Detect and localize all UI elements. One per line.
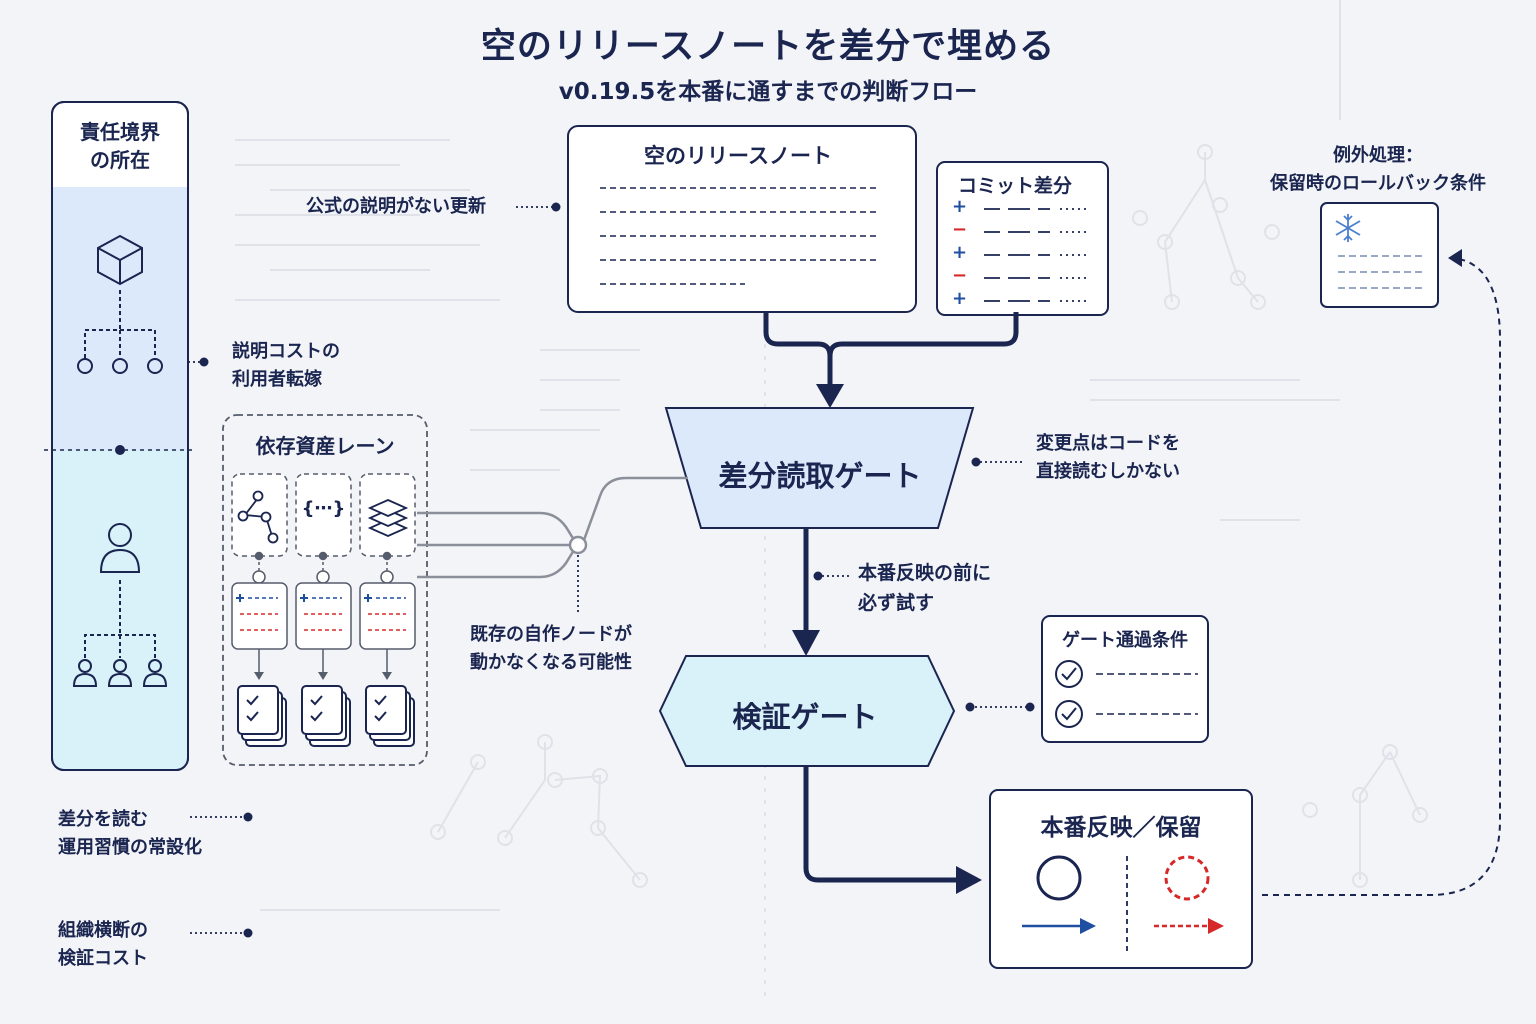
verify-gate-label: 検証ゲート [732,700,878,734]
layers-icon [367,499,409,537]
annotation-org-cost: 組織横断の 検証コスト [58,917,148,973]
hold-arrow-icon [1208,918,1224,934]
exception-title-line1: 例外処理： [1333,145,1423,166]
annotation-org-cost-line1: 組織横断の [58,920,148,941]
annotation-change-points-line1: 変更点はコードを [1036,433,1180,454]
page-title: 空のリリースノートを差分で埋める [480,27,1056,67]
rollback-arrowhead [1448,249,1462,267]
pass-conditions-title: ゲート通過条件 [1062,630,1188,651]
commit-diff-box [936,161,1109,316]
check-circle-icon [1055,660,1083,688]
responsibility-title-line2: の所在 [90,148,150,172]
deploy-arrowhead [956,866,982,894]
annotation-change-points-line2: 直接読むしかない [1036,461,1180,482]
graph-icon [237,490,279,544]
merge-flow-arrow [763,312,1019,395]
annotation-cost-transfer-line2: 利用者転嫁 [232,369,322,390]
deploy-title: 本番反映／保留 [1040,815,1202,841]
page-subtitle: v0.19.5を本番に通すまでの判断フロー [558,79,978,105]
dependency-links [417,476,688,579]
snowflake-icon [1335,214,1361,242]
release-note-title: 空のリリースノート [644,144,832,168]
responsibility-panel [44,101,196,771]
deploy-circle-icon [1036,855,1082,901]
deploy-arrow-icon [1080,918,1096,934]
commit-diff-title: コミット差分 [957,175,1072,197]
annotation-org-cost-line2: 検証コスト [58,948,148,969]
annotation-existing-nodes: 既存の自作ノードが 動かなくなる可能性 [470,621,632,677]
annotation-dots [199,202,1035,938]
responsibility-title-line1: 責任境界 [80,120,160,144]
annotation-habit: 差分を読む 運用習慣の常設化 [58,806,202,862]
diff-symbol-4: − [952,265,968,286]
diff-symbol-2: − [952,219,968,240]
flow-arrow-to-deploy [803,766,960,883]
exception-doc [1320,202,1439,308]
annotation-change-points: 変更点はコードを 直接読むしかない [1036,430,1180,486]
exception-title-line2: 保留時のロールバック条件 [1270,173,1486,194]
diff-symbol-3: + [952,242,968,263]
check-circle-icon [1055,700,1083,728]
user-icon [99,523,141,573]
annotation-cost-transfer-line1: 説明コストの [232,341,340,362]
annotation-before-prod-line2: 必ず試す [858,592,935,614]
diff-read-gate-shape [664,407,975,529]
cube-icon [97,234,143,286]
deps-title: 依存資産レーン [255,434,395,458]
annotation-no-official-desc: 公式の説明がない更新 [306,196,486,217]
merge-arrowhead [816,384,844,408]
verify-arrowhead [792,630,820,656]
annotation-cost-transfer: 説明コストの 利用者転嫁 [232,338,340,394]
diff-symbol-5: + [952,288,968,309]
pass-conditions-box [1041,615,1209,743]
annotation-before-prod-line1: 本番反映の前に [858,562,992,584]
responsibility-title: 責任境界 の所在 [52,118,188,174]
diff-read-gate-label: 差分読取ゲート [718,459,922,493]
rollback-loop-arrow [1262,257,1501,896]
annotation-habit-line2: 運用習慣の常設化 [58,837,202,858]
checklist-icon [237,685,415,747]
release-note-box [567,125,917,313]
hold-circle-icon [1164,855,1210,901]
diff-symbol-1: + [952,196,968,217]
hierarchy-icon [77,290,163,374]
annotation-existing-nodes-line2: 動かなくなる可能性 [470,652,632,673]
annotation-connectors [188,206,1026,934]
verify-gate-shape [658,655,956,767]
code-icon: {⋯} [301,498,346,519]
deploy-box [989,789,1253,969]
dependency-lane [222,414,428,766]
team-icon [72,580,168,687]
background-texture [235,0,1428,1000]
annotation-before-prod: 本番反映の前に 必ず試す [858,558,991,618]
exception-title: 例外処理： 保留時のロールバック条件 [1250,142,1506,198]
annotation-existing-nodes-line1: 既存の自作ノードが [470,624,632,645]
annotation-habit-line1: 差分を読む [58,809,148,830]
